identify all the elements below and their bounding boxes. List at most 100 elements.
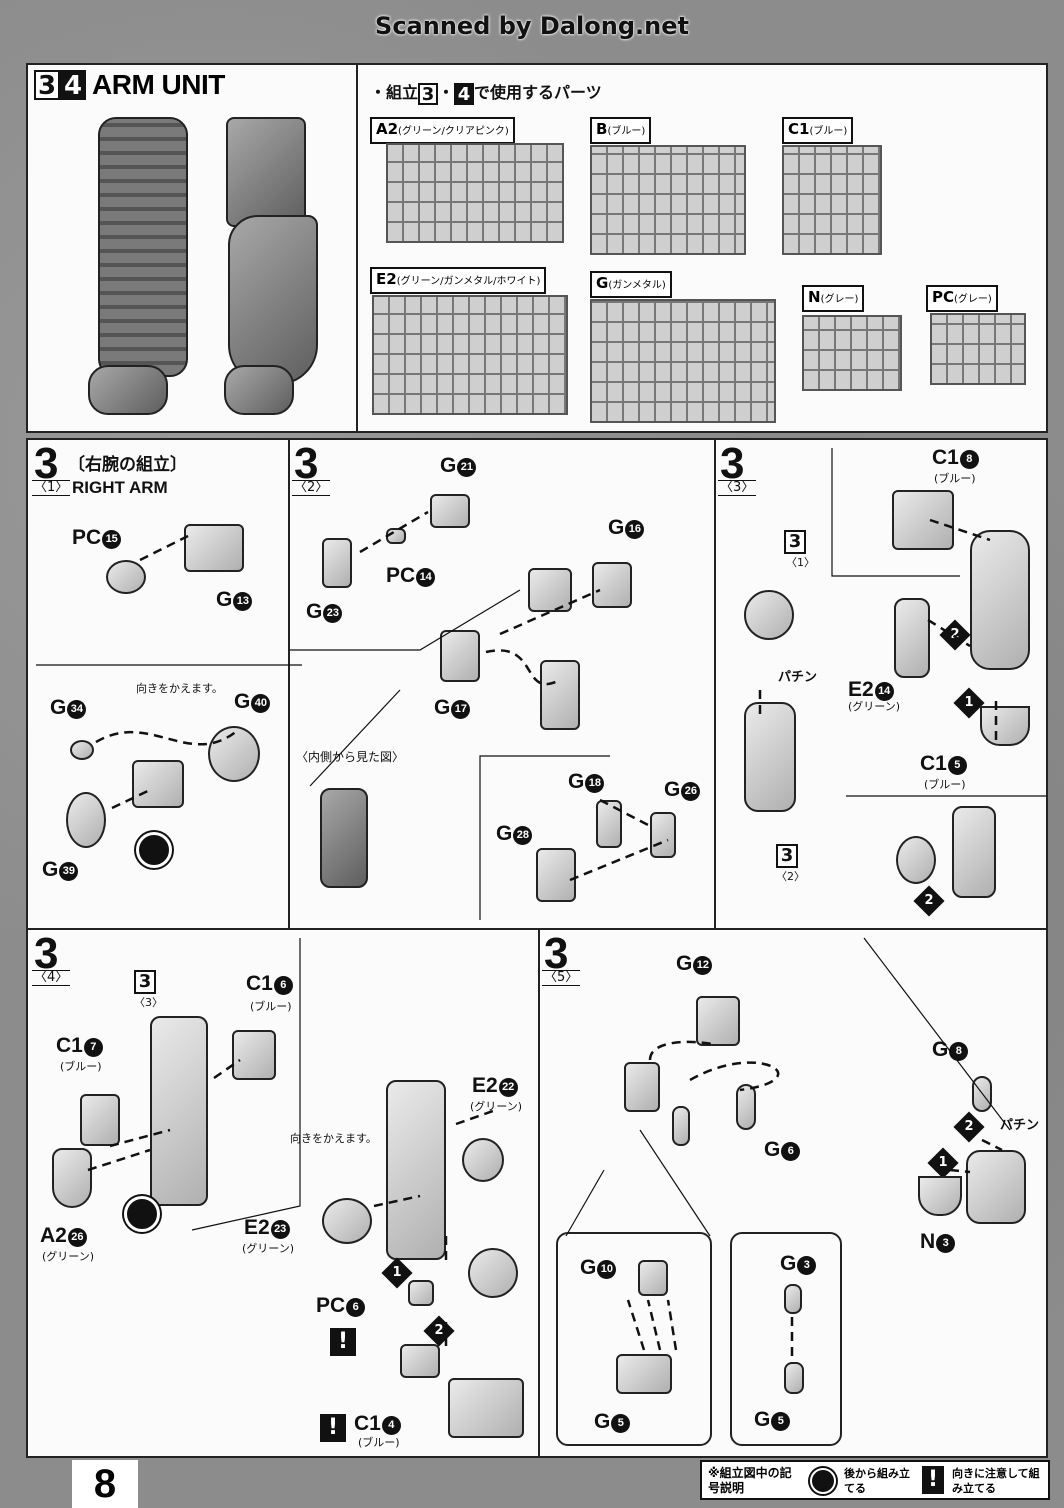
sprue-b: [590, 145, 746, 255]
label-g26-text: G: [664, 778, 681, 801]
part-g16: [592, 562, 632, 608]
part-e2-14: [894, 598, 930, 678]
sprue-label-e2: E2(グリーン/ガンメタル/ホワイト): [370, 267, 547, 294]
part-thumb: [736, 1084, 756, 1130]
snap-text-3: パチン: [778, 670, 818, 685]
label-g40-text: G: [234, 690, 251, 713]
label-c1-7-num: 7: [83, 1038, 103, 1057]
label-g6-num: 6: [781, 1142, 801, 1161]
step-box-3: 3: [34, 70, 60, 100]
ref-step-3-1-sub: 〈1〉: [786, 556, 815, 569]
part-detail-armor: [896, 836, 936, 884]
label-g18-text: G: [568, 770, 585, 793]
ref-step-3-2-sub: 〈2〉: [776, 870, 805, 883]
symbol-legend: ※組立図中の記号説明 後から組み立てる ! 向きに注意して組み立てる: [700, 1460, 1050, 1500]
part-g12: [696, 996, 740, 1046]
part-g23: [322, 538, 352, 588]
part-n3: [918, 1176, 962, 1216]
step-3-3-sub: 〈3〉: [718, 480, 757, 496]
part-g21: [430, 494, 470, 528]
later-assembly-disc-4: [124, 1196, 160, 1232]
part-pc6-detail: [468, 1248, 518, 1298]
part-c1-5: [980, 706, 1030, 746]
label-c1-6-color: (ブルー): [250, 1000, 292, 1013]
label-c1-7-text: C1: [56, 1034, 83, 1057]
part-g34: [70, 740, 94, 760]
label-g5b-num: 5: [771, 1412, 791, 1431]
sprue-g: [590, 299, 776, 423]
label-g12-text: G: [676, 952, 693, 975]
parts-used-suffix: で使用するパーツ: [474, 83, 602, 102]
sprue-desc-b: (ブルー): [607, 126, 646, 137]
part-c1-7: [80, 1094, 120, 1146]
sprue-c1: [782, 145, 882, 255]
label-g39-num: 39: [59, 862, 79, 881]
label-e2-22-color: (グリーン): [470, 1100, 523, 1113]
sprue-label-g: G(ガンメタル): [590, 271, 672, 298]
label-a2-26-color: (グリーン): [42, 1250, 95, 1263]
legend-warn-icon: !: [922, 1466, 944, 1494]
sprue-desc-g: (ガンメタル): [608, 280, 666, 291]
label-g26-num: 26: [681, 782, 701, 801]
parts-used-n1: 3: [418, 82, 439, 105]
part-hand-assembly: [966, 1150, 1026, 1224]
part-upper-arm: [528, 568, 572, 612]
parts-used-n2: 4: [454, 82, 475, 105]
label-g5a-text: G: [594, 1410, 611, 1433]
label-c1-4-color: (ブルー): [358, 1436, 400, 1449]
step-box-4: 4: [60, 70, 86, 100]
step-3-3-number: 3: [720, 439, 745, 488]
part-c1-4: [400, 1344, 440, 1378]
arm-hand-right: [224, 365, 294, 415]
step-3-5-number: 3: [544, 929, 569, 978]
inside-view-label: 〈内側から見た図〉: [296, 750, 405, 764]
sprue-code-n: N: [808, 288, 821, 306]
label-c1-5-num: 5: [947, 756, 967, 775]
page-number: 8: [72, 1460, 138, 1508]
label-g5b-text: G: [754, 1408, 771, 1431]
label-n3-text: N: [920, 1230, 936, 1253]
part-finger-single: [672, 1106, 690, 1146]
sprue-label-pc: PC(グレー): [926, 285, 998, 312]
legend-title: ※組立図中の記号説明: [708, 1466, 792, 1495]
sprue-e2: [372, 295, 568, 415]
label-a2-26-text: A2: [40, 1224, 67, 1247]
label-e2-14-color: (グリーン): [848, 700, 901, 713]
label-g17-text: G: [434, 696, 451, 719]
step-3-1-title-en: RIGHT ARM: [72, 478, 168, 497]
sprue-desc-c1: (ブルー): [809, 126, 848, 137]
part-g5-set: [616, 1354, 672, 1394]
later-assembly-disc: [136, 832, 172, 868]
step-3-1-sub: 〈1〉: [32, 480, 71, 496]
label-g18-num: 18: [585, 774, 605, 793]
arm-unit-heading: ARM UNIT: [92, 69, 225, 100]
label-n3-num: 3: [936, 1234, 956, 1253]
label-g39-text: G: [42, 858, 59, 881]
step-3-5-sub: 〈5〉: [542, 970, 581, 986]
part-pc15: [106, 560, 146, 594]
part-pc-6: [408, 1280, 434, 1306]
warning-icon-pc6: !: [330, 1328, 356, 1356]
ref-step-3-3-sub: 〈3〉: [134, 996, 163, 1009]
label-pc15-text: PC: [72, 526, 102, 549]
thumb-subpanel: [730, 1232, 842, 1446]
